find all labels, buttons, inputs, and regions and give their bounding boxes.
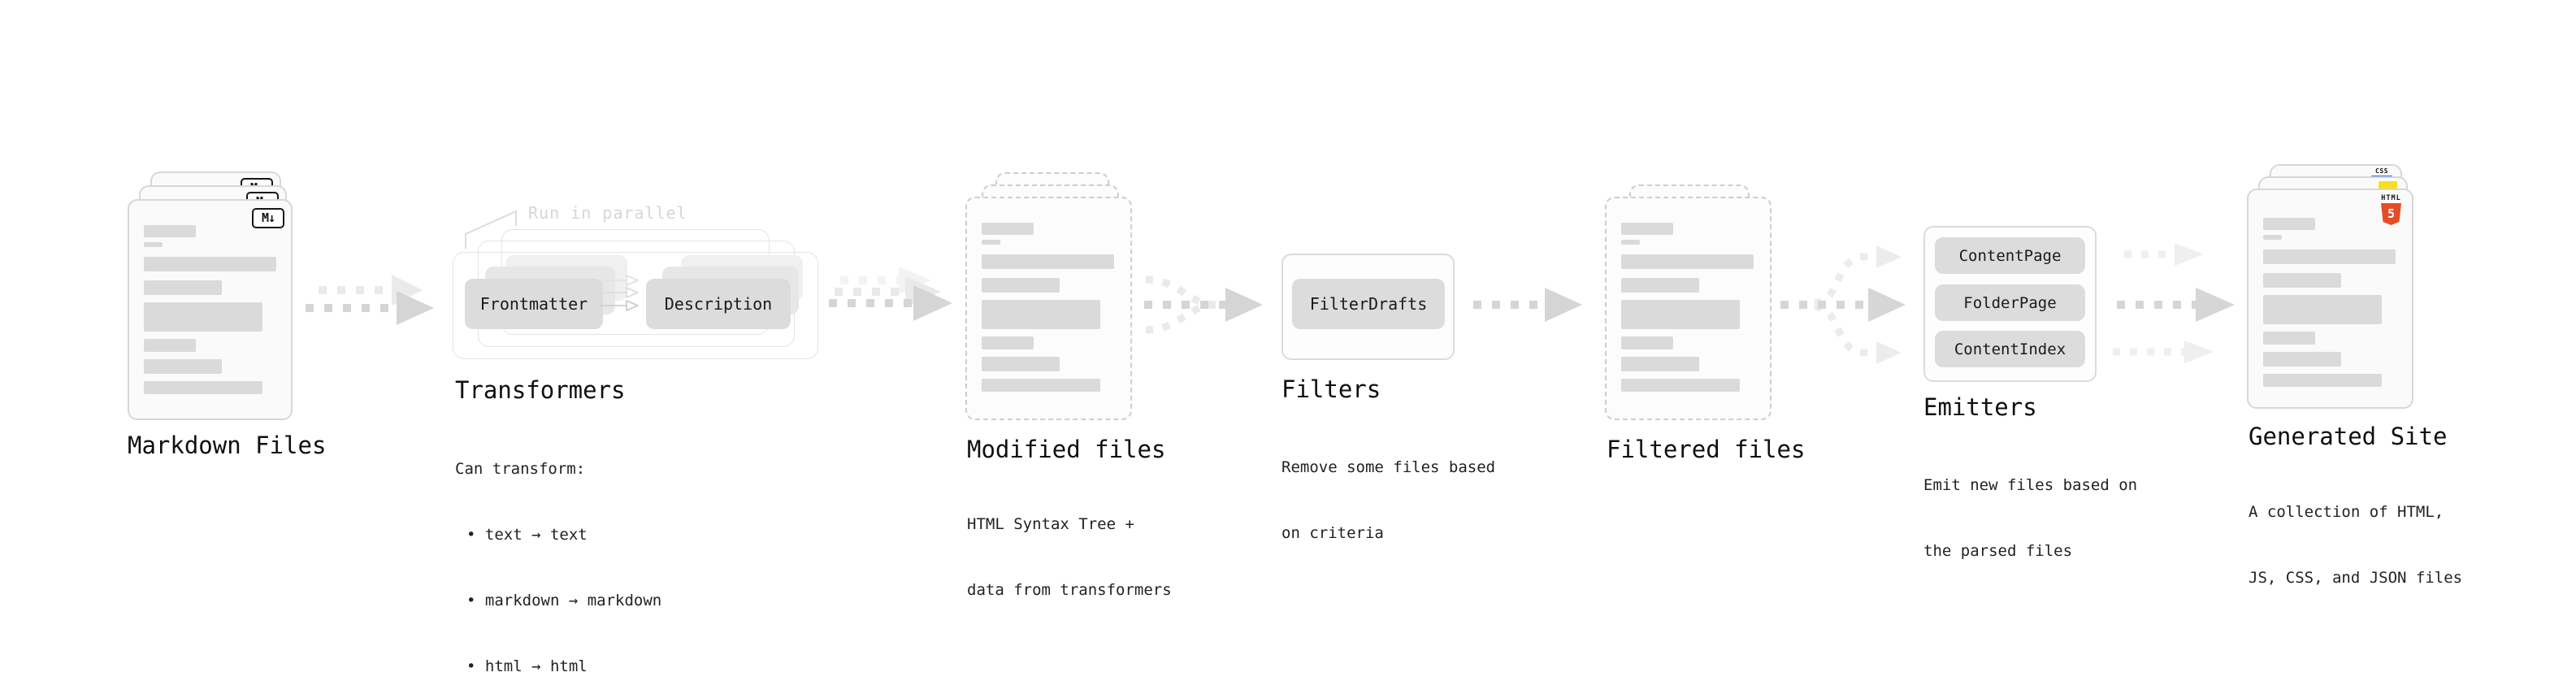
doc-line <box>1621 336 1673 349</box>
html-doc-front: HTML 5 <box>2247 189 2413 409</box>
doc-line <box>1621 357 1699 371</box>
flow-arrow-transformers-to-modified-icon <box>829 267 952 321</box>
doc-line <box>2263 374 2382 387</box>
modified-files-subtitle: HTML Syntax Tree + data from transformer… <box>967 470 1172 645</box>
doc-line <box>982 254 1114 269</box>
doc-line <box>2263 295 2382 324</box>
transformers-bullet: • markdown → markdown <box>466 592 662 609</box>
flow-arrow-markdown-to-transformers-icon <box>306 275 434 325</box>
doc-content-lines <box>982 223 1119 392</box>
markdown-files-title: Markdown Files <box>128 432 327 459</box>
doc-line <box>144 302 262 332</box>
flow-arrow-filtered-to-emitters-icon <box>1780 245 1906 364</box>
doc-line <box>144 257 276 271</box>
transformers-sub-heading: Can transform: <box>455 460 586 478</box>
html5-shield: 5 <box>2381 203 2401 225</box>
markdown-file-stack: M↓ M↓ M↓ <box>128 171 293 420</box>
filters-sub-line: Remove some files based <box>1281 458 1496 476</box>
contentindex-pill: ContentIndex <box>1935 331 2085 367</box>
description-pill: Description <box>646 279 791 329</box>
emitters-sub-line: the parsed files <box>1923 542 2073 560</box>
transformers-title: Transformers <box>455 376 626 404</box>
doc-line <box>1621 254 1754 269</box>
generated-site-subtitle: A collection of HTML, JS, CSS, and JSON … <box>2249 458 2462 633</box>
doc-content-lines <box>2263 218 2400 387</box>
generated-site-stack: CSS HTML 5 <box>2247 164 2413 409</box>
doc-line <box>144 381 262 394</box>
filters-subtitle: Remove some files based on criteria <box>1281 413 1495 588</box>
doc-content-lines <box>144 225 280 394</box>
run-in-parallel-callout-line <box>465 210 517 249</box>
doc-line <box>982 357 1060 371</box>
markdown-doc-front: M↓ <box>128 199 293 420</box>
doc-line <box>144 339 196 352</box>
doc-line <box>982 240 1000 245</box>
doc-line <box>1621 379 1740 392</box>
doc-line <box>982 223 1034 235</box>
doc-content-lines <box>1621 223 1759 392</box>
html5-badge-label: HTML <box>2381 194 2401 202</box>
generated-site-title: Generated Site <box>2249 423 2448 450</box>
folderpage-pill: FolderPage <box>1935 284 2085 321</box>
html5-icon: HTML 5 <box>2380 195 2402 225</box>
doc-line <box>144 280 222 295</box>
doc-line <box>1621 278 1699 293</box>
site-sub-line: JS, CSS, and JSON files <box>2249 569 2463 587</box>
doc-line <box>2263 352 2341 367</box>
doc-line <box>144 225 196 237</box>
modified-sub-line: data from transformers <box>967 581 1172 599</box>
transformer-container-front <box>453 252 818 359</box>
doc-line <box>1621 300 1740 329</box>
transformers-bullet: • text → text <box>466 526 588 544</box>
site-sub-line: A collection of HTML, <box>2249 503 2444 521</box>
doc-line <box>982 300 1100 329</box>
doc-line <box>1621 223 1673 235</box>
filtered-files-title: Filtered files <box>1607 436 1806 463</box>
doc-line <box>982 379 1100 392</box>
modified-doc-front <box>965 197 1132 420</box>
doc-line <box>2263 332 2315 345</box>
frontmatter-pill: Frontmatter <box>465 279 603 329</box>
doc-line <box>2263 218 2315 230</box>
doc-line <box>144 359 222 374</box>
transformer-step-arrows-icon <box>601 275 639 311</box>
run-in-parallel-label: Run in parallel <box>528 203 687 223</box>
modified-files-title: Modified files <box>967 436 1166 463</box>
doc-line <box>144 242 163 247</box>
flow-arrow-emitters-to-site-icon <box>2113 243 2235 363</box>
modified-sub-line: HTML Syntax Tree + <box>967 515 1134 533</box>
filters-title: Filters <box>1281 375 1381 403</box>
css-badge-label: CSS <box>2375 167 2388 175</box>
contentpage-pill: ContentPage <box>1935 237 2085 274</box>
filterdrafts-pill: FilterDrafts <box>1292 279 1445 329</box>
doc-line <box>982 336 1034 349</box>
flow-arrow-modified-to-filters-icon <box>1144 275 1263 334</box>
filtered-file-stack <box>1605 184 1772 420</box>
doc-line <box>2263 235 2282 240</box>
doc-line <box>2263 249 2396 264</box>
doc-line <box>1621 240 1640 245</box>
emitters-title: Emitters <box>1923 393 2037 421</box>
filters-sub-line: on criteria <box>1281 524 1384 542</box>
filtered-doc-front <box>1605 197 1772 420</box>
emitters-subtitle: Emit new files based on the parsed files <box>1923 431 2137 606</box>
flow-arrow-filters-to-filtered-icon <box>1473 288 1582 322</box>
transformers-bullet: • html → html <box>466 657 588 675</box>
markdown-icon: M↓ <box>252 208 284 228</box>
modified-file-stack <box>965 172 1132 420</box>
transformers-subtitle: Can transform: • text → text • markdown … <box>455 414 661 681</box>
doc-line <box>2263 273 2341 288</box>
doc-line <box>982 278 1060 293</box>
emitters-sub-line: Emit new files based on <box>1923 476 2138 494</box>
